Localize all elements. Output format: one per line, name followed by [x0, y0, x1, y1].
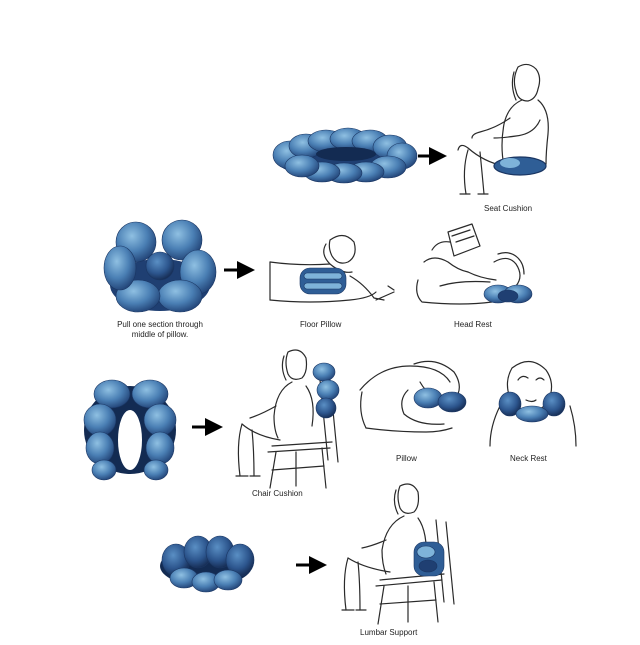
person-neck-rest [489, 360, 577, 447]
person-chair-cushion [235, 349, 340, 489]
label-seat-cushion: Seat Cushion [484, 204, 533, 213]
person-head-rest [416, 223, 533, 305]
ring-pillow [272, 127, 418, 184]
person-floor-pillow [269, 234, 395, 303]
u-shape-pillow [83, 379, 177, 481]
flower-pillow [103, 219, 217, 313]
label-pillow: Pillow [396, 454, 417, 463]
person-pillow [359, 360, 467, 433]
label-pull-note: Pull one section through middle of pillo… [117, 320, 203, 339]
roll-pillow [160, 535, 255, 593]
label-head-rest: Head Rest [454, 320, 492, 329]
label-chair-cushion: Chair Cushion [252, 489, 303, 498]
label-floor-pillow: Floor Pillow [300, 320, 342, 329]
label-neck-rest: Neck Rest [510, 454, 547, 463]
person-lumbar-support [341, 483, 455, 625]
label-lumbar-support: Lumbar Support [360, 628, 418, 637]
person-seat-cushion [457, 63, 549, 195]
